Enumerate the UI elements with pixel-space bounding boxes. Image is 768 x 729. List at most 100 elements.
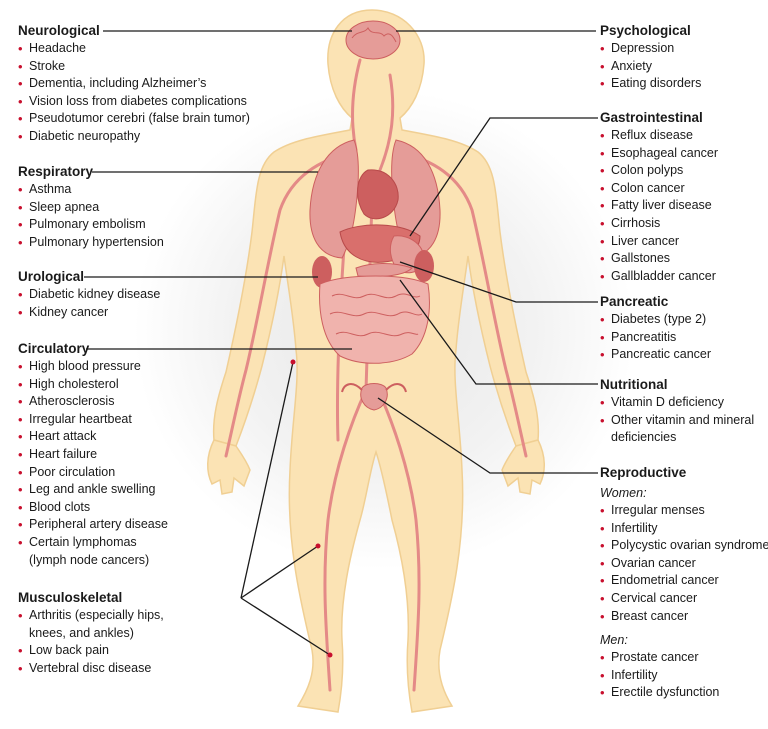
left-hand bbox=[207, 439, 251, 495]
list-item: Prostate cancer bbox=[600, 649, 768, 667]
list-item: Gallstones bbox=[600, 250, 718, 268]
respiratory-list: Asthma Sleep apnea Pulmonary embolism Pu… bbox=[18, 181, 164, 251]
musculoskeletal-list: Arthritis (especially hips, knees, and a… bbox=[18, 607, 164, 677]
list-item: Atherosclerosis bbox=[18, 393, 168, 411]
left-lung bbox=[309, 139, 359, 259]
psychological-group: Psychological Depression Anxiety Eating … bbox=[600, 22, 701, 93]
pancreatic-list: Diabetes (type 2) Pancreatitis Pancreati… bbox=[600, 311, 711, 364]
reproductive-leader bbox=[377, 397, 598, 474]
musculoskeletal-leader-1 bbox=[240, 361, 294, 599]
list-item: Fatty liver disease bbox=[600, 197, 718, 215]
list-item: Pseudotumor cerebri (false brain tumor) bbox=[18, 110, 250, 128]
psychological-title: Psychological bbox=[600, 23, 691, 38]
list-item-continuation: knees, and ankles) bbox=[29, 625, 134, 640]
list-item: Heart attack bbox=[18, 428, 168, 446]
neurological-group: Neurological Headache Stroke Dementia, i… bbox=[18, 22, 250, 146]
list-item: Asthma bbox=[18, 181, 164, 199]
list-item: Erectile dysfunction bbox=[600, 684, 768, 702]
list-item: Pulmonary embolism bbox=[18, 216, 164, 234]
psychological-list: Depression Anxiety Eating disorders bbox=[600, 40, 701, 93]
list-item: Blood clots bbox=[18, 499, 168, 517]
list-item: Colon cancer bbox=[600, 180, 718, 198]
musculoskeletal-leader-3 bbox=[240, 597, 331, 656]
nutritional-group: Nutritional Vitamin D deficiency Other v… bbox=[600, 376, 754, 447]
respiratory-group: Respiratory Asthma Sleep apnea Pulmonary… bbox=[18, 163, 164, 251]
reproductive-group: Reproductive Women: Irregular menses Inf… bbox=[600, 464, 768, 702]
heart-organ bbox=[357, 169, 399, 220]
list-item: Pulmonary hypertension bbox=[18, 234, 164, 252]
gastrointestinal-group: Gastrointestinal Reflux disease Esophage… bbox=[600, 109, 718, 285]
list-item: Vertebral disc disease bbox=[18, 660, 164, 678]
list-item: Eating disorders bbox=[600, 75, 701, 93]
list-item: Vision loss from diabetes complications bbox=[18, 93, 250, 111]
list-item: Esophageal cancer bbox=[600, 145, 718, 163]
list-item: Cirrhosis bbox=[600, 215, 718, 233]
circulatory-group: Circulatory High blood pressure High cho… bbox=[18, 340, 168, 569]
list-item: Liver cancer bbox=[600, 233, 718, 251]
urological-title: Urological bbox=[18, 269, 85, 284]
gastrointestinal-title: Gastrointestinal bbox=[600, 110, 703, 125]
organs bbox=[309, 20, 441, 411]
men-subheading: Men: bbox=[600, 633, 628, 648]
women-list: Irregular menses Infertility Polycystic … bbox=[600, 502, 768, 625]
pancreatic-leader bbox=[399, 261, 598, 303]
neurological-title: Neurological bbox=[18, 23, 100, 38]
list-item: Sleep apnea bbox=[18, 199, 164, 217]
list-item: Depression bbox=[600, 40, 701, 58]
list-item: Heart failure bbox=[18, 446, 168, 464]
list-item: Low back pain bbox=[18, 642, 164, 660]
list-item: Breast cancer bbox=[600, 608, 768, 626]
list-item: Endometrial cancer bbox=[600, 572, 768, 590]
musculoskeletal-title: Musculoskeletal bbox=[18, 590, 123, 605]
list-item: Infertility bbox=[600, 520, 768, 538]
list-item: Leg and ankle swelling bbox=[18, 481, 168, 499]
right-kidney bbox=[414, 250, 434, 282]
list-item: Diabetes (type 2) bbox=[600, 311, 711, 329]
list-item: Dementia, including Alzheimer’s bbox=[18, 75, 250, 93]
list-item: Gallbladder cancer bbox=[600, 268, 718, 286]
list-item: Ovarian cancer bbox=[600, 555, 768, 573]
brain-organ bbox=[345, 20, 401, 60]
list-item: High blood pressure bbox=[18, 358, 168, 376]
list-item: Irregular menses bbox=[600, 502, 768, 520]
list-item: Pancreatic cancer bbox=[600, 346, 711, 364]
neurological-list: Headache Stroke Dementia, including Alzh… bbox=[18, 40, 250, 146]
musculoskeletal-group: Musculoskeletal Arthritis (especially hi… bbox=[18, 589, 164, 677]
list-item: Diabetic neuropathy bbox=[18, 128, 250, 146]
women-subheading: Women: bbox=[600, 486, 647, 500]
list-item: Infertility bbox=[600, 667, 768, 685]
circulatory-title: Circulatory bbox=[18, 341, 90, 356]
urological-list: Diabetic kidney disease Kidney cancer bbox=[18, 286, 160, 321]
intestines-organ bbox=[319, 275, 430, 364]
list-item: Diabetic kidney disease bbox=[18, 286, 160, 304]
musculoskeletal-leader-2 bbox=[240, 545, 319, 599]
pancreatic-title: Pancreatic bbox=[600, 294, 669, 309]
list-item: Poor circulation bbox=[18, 464, 168, 482]
list-item: Stroke bbox=[18, 58, 250, 76]
leader-lines bbox=[84, 30, 598, 656]
intestine-folds bbox=[329, 293, 423, 337]
leader-endpoints bbox=[290, 359, 333, 658]
brain-folds bbox=[351, 27, 397, 43]
fallopian-tubes bbox=[341, 383, 407, 393]
list-item-continuation: (lymph node cancers) bbox=[29, 552, 150, 567]
list-item-continuation: deficiencies bbox=[611, 430, 677, 445]
list-item: Arthritis (especially hips, bbox=[18, 607, 164, 625]
list-item: Pancreatitis bbox=[600, 329, 711, 347]
nutritional-leader bbox=[399, 279, 598, 385]
pancreatic-group: Pancreatic Diabetes (type 2) Pancreatiti… bbox=[600, 293, 711, 364]
nutritional-title: Nutritional bbox=[600, 377, 668, 392]
list-item: Kidney cancer bbox=[18, 304, 160, 322]
list-item: Certain lymphomas bbox=[18, 534, 168, 552]
list-item: Headache bbox=[18, 40, 250, 58]
list-item: Polycystic ovarian syndrome bbox=[600, 537, 768, 555]
gastrointestinal-leader bbox=[409, 117, 598, 237]
circulatory-list: High blood pressure High cholesterol Ath… bbox=[18, 358, 168, 569]
right-hand bbox=[501, 439, 545, 495]
left-kidney bbox=[312, 256, 332, 288]
list-item: Other vitamin and mineral bbox=[600, 412, 754, 430]
list-item: Vitamin D deficiency bbox=[600, 394, 754, 412]
list-item: Peripheral artery disease bbox=[18, 516, 168, 534]
men-list: Prostate cancer Infertility Erectile dys… bbox=[600, 649, 768, 702]
